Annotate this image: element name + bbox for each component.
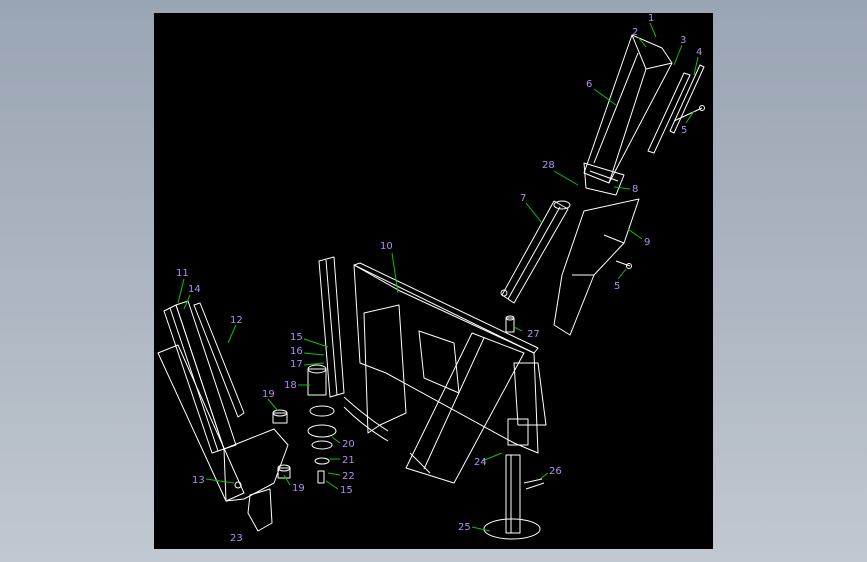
cad-viewport[interactable]: 1 2 3 4 5 6 28 8 7 9 5 27 10 11 14 12 15… — [154, 13, 713, 549]
side-plate-part — [647, 64, 705, 154]
callout-label: 4 — [696, 47, 702, 58]
callout-label: 1 — [648, 13, 654, 24]
callout-label: 5 — [614, 281, 620, 292]
callout-label: 24 — [474, 457, 487, 468]
callout-label: 15 — [290, 332, 303, 343]
callout-label: 19 — [262, 389, 275, 400]
callout-label: 21 — [342, 455, 355, 466]
callout-label: 19 — [292, 483, 305, 494]
callout-label: 22 — [342, 471, 355, 482]
callout-label: 11 — [176, 268, 189, 279]
callout-label: 23 — [230, 533, 243, 544]
callout-label: 12 — [230, 315, 243, 326]
callout-label: 18 — [284, 380, 297, 391]
callout-label: 10 — [380, 241, 393, 252]
callout-label: 26 — [549, 466, 562, 477]
main-frame-part — [318, 256, 547, 484]
callout-label: 8 — [632, 184, 638, 195]
callout-label: 5 — [681, 125, 687, 136]
callout-label: 20 — [342, 439, 355, 450]
callout-label: 2 — [632, 27, 638, 38]
callout-label: 3 — [680, 35, 686, 46]
callout-labels: 1 2 3 4 5 6 28 8 7 9 5 27 10 11 14 12 15… — [176, 13, 702, 544]
pin-part — [505, 315, 515, 333]
callout-label: 9 — [644, 237, 650, 248]
callout-leaders — [177, 22, 699, 532]
callout-label: 14 — [188, 284, 201, 295]
small-parts-stack — [247, 364, 337, 532]
callout-label: 28 — [542, 160, 555, 171]
callout-label: 16 — [290, 346, 303, 357]
callout-label: 7 — [520, 193, 526, 204]
hydraulic-cylinder-part — [500, 200, 571, 304]
callout-label: 6 — [586, 79, 592, 90]
callout-label: 27 — [527, 329, 540, 340]
upper-arm-part — [583, 34, 673, 196]
exploded-assembly-drawing: 1 2 3 4 5 6 28 8 7 9 5 27 10 11 14 12 15… — [157, 13, 705, 544]
bracket-plate-part — [553, 198, 640, 336]
left-column-part — [157, 300, 289, 502]
callout-label: 15 — [340, 485, 353, 496]
callout-label: 25 — [458, 522, 471, 533]
callout-label: 17 — [290, 359, 303, 370]
base-column-part — [483, 454, 545, 540]
callout-label: 13 — [192, 475, 205, 486]
